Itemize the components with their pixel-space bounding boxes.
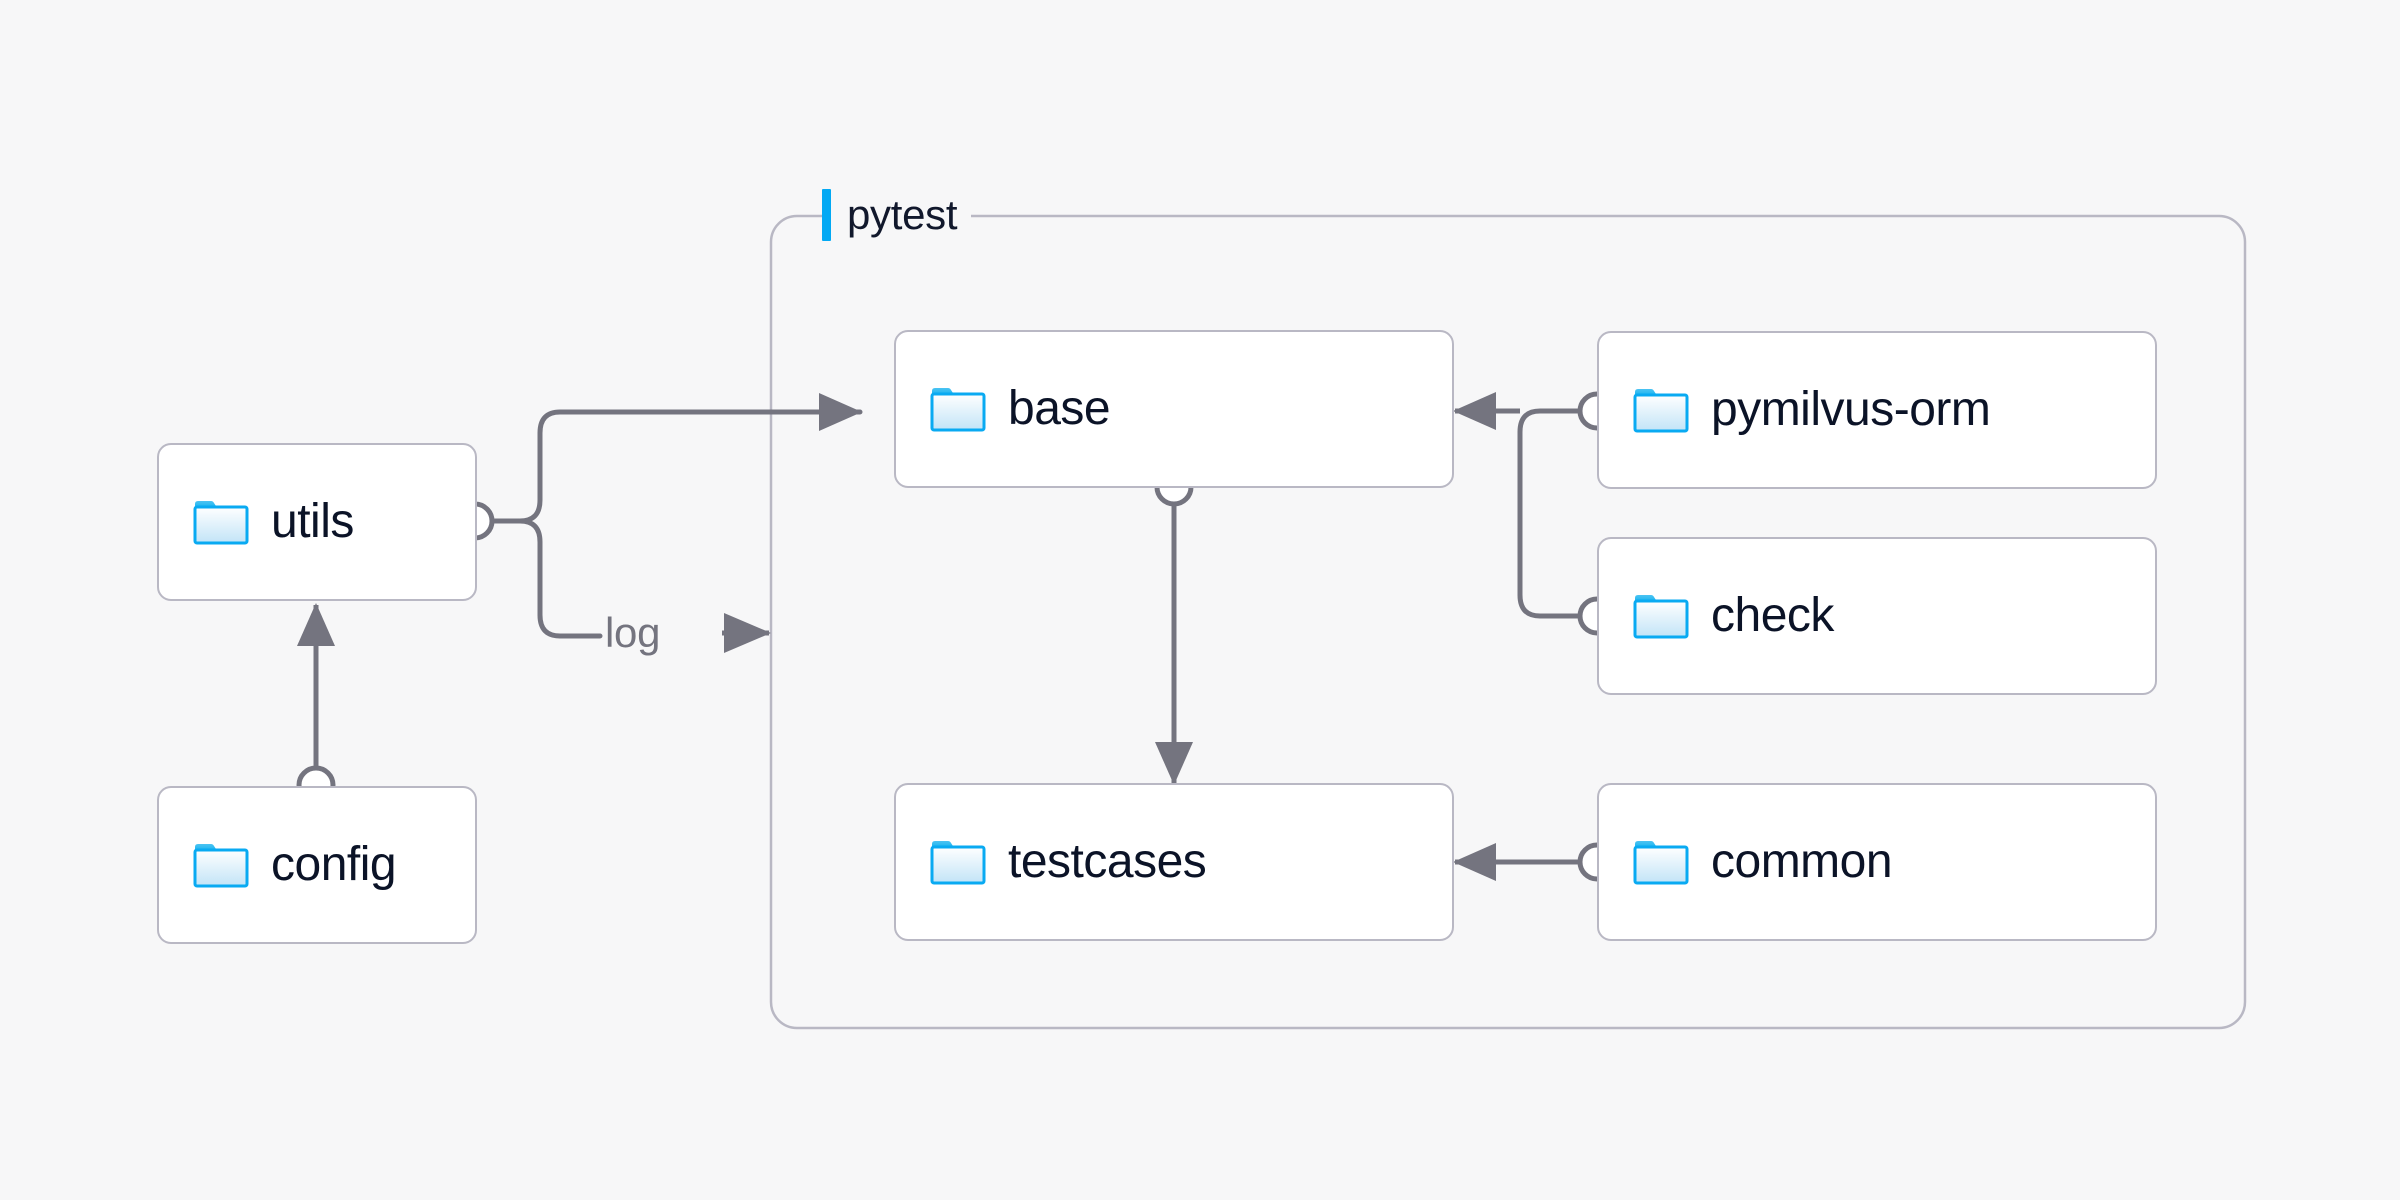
folder-icon: [193, 842, 249, 888]
node-label: utils: [271, 495, 354, 548]
node-base[interactable]: base: [894, 330, 1454, 488]
node-label: check: [1711, 589, 1834, 642]
folder-icon: [1633, 839, 1689, 885]
edge-utils-log-branch: [517, 518, 603, 639]
node-testcases[interactable]: testcases: [894, 783, 1454, 941]
folder-icon: [930, 386, 986, 432]
edge-utils-to-base: [455, 393, 863, 541]
edge-base-to-testcases: [1154, 467, 1194, 786]
node-label: common: [1711, 835, 1893, 888]
pytest-group-container: [769, 214, 2247, 1030]
folder-icon: [1633, 387, 1689, 433]
node-utils[interactable]: utils: [157, 443, 477, 601]
accent-bar-icon: [822, 189, 831, 241]
pytest-group-title: pytest: [847, 191, 958, 238]
node-label: base: [1008, 382, 1111, 435]
folder-icon: [1633, 593, 1689, 639]
edge-config-to-utils: [296, 602, 336, 805]
node-common[interactable]: common: [1597, 783, 2157, 941]
node-check[interactable]: check: [1597, 537, 2157, 695]
edge-label-log: log: [605, 609, 661, 656]
pytest-group-label: pytest: [822, 186, 972, 244]
edge-common-to-testcases: [1452, 842, 1617, 882]
folder-icon: [193, 499, 249, 545]
node-pymilvus-orm[interactable]: pymilvus-orm: [1597, 331, 2157, 489]
node-label: pymilvus-orm: [1711, 383, 1991, 436]
edge-pymilvus-orm-to-base: [1452, 391, 1617, 636]
node-label: config: [271, 838, 397, 891]
folder-icon: [930, 839, 986, 885]
node-config[interactable]: config: [157, 786, 477, 944]
node-label: testcases: [1008, 835, 1207, 888]
